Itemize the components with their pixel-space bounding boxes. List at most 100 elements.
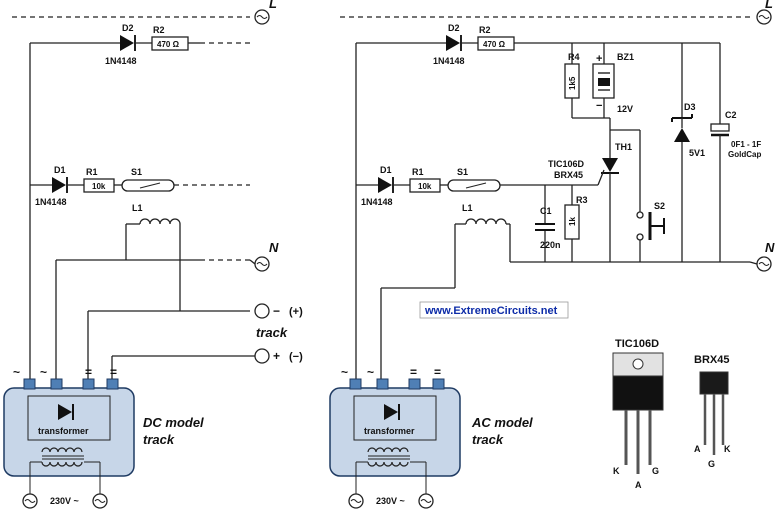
- track-terminal-minus: [254, 303, 270, 319]
- r2-value-right: 470 Ω: [483, 40, 506, 49]
- term-label: ~: [341, 365, 348, 379]
- c2-label: C2: [725, 110, 737, 120]
- c2-type: GoldCap: [728, 150, 761, 159]
- s2-label: S2: [654, 201, 665, 211]
- d2-label-left: D2: [122, 23, 134, 33]
- L-label-left: L: [269, 0, 277, 11]
- c1-value: 220n: [540, 240, 561, 250]
- r3-value: 1k: [568, 217, 577, 226]
- track-minus-paren: (−): [289, 351, 303, 363]
- d1-part-left: 1N4148: [35, 197, 67, 207]
- tic106d-package-icon: TIC106D K A G: [612, 338, 664, 490]
- bz-minus: −: [596, 100, 602, 112]
- d3-value: 5V1: [689, 148, 705, 158]
- term-label: ~: [40, 365, 47, 379]
- bz-plus: +: [596, 53, 602, 65]
- inductor-l1-left: [139, 218, 181, 225]
- N-label-right: N: [765, 240, 775, 255]
- brx45-package-icon: BRX45 A G K: [694, 354, 731, 469]
- diode-d2-left: [120, 35, 134, 51]
- r4-value: 1k5: [568, 76, 577, 90]
- term-label: ~: [367, 365, 374, 379]
- tic-pin: G: [652, 466, 659, 476]
- website-label: www.ExtremeCircuits.net: [424, 305, 558, 317]
- thyristor-th1: [602, 158, 618, 172]
- d3-label: D3: [684, 102, 696, 112]
- transformer-label-left: transformer: [38, 426, 89, 436]
- goldcap-c2: [710, 123, 730, 132]
- r2-label-left: R2: [153, 25, 165, 35]
- term-label: =: [85, 365, 92, 379]
- term-label: =: [110, 365, 117, 379]
- term-label: ~: [13, 365, 20, 379]
- d1-part-right: 1N4148: [361, 197, 393, 207]
- track-plus-sign: +: [273, 349, 280, 363]
- brx-pin: A: [694, 444, 701, 454]
- rectifier-icon: [384, 404, 398, 420]
- tic-pin: A: [635, 480, 642, 490]
- l1-label-left: L1: [132, 203, 143, 213]
- term-label: =: [410, 365, 417, 379]
- zener-d3: [674, 128, 690, 142]
- diode-d2-right: [446, 35, 460, 51]
- box-terminal: [23, 378, 36, 390]
- tic-pin: K: [613, 466, 620, 476]
- diode-d1-left: [52, 177, 66, 193]
- diode-d1-right: [378, 177, 392, 193]
- track-plus-paren: (+): [289, 306, 303, 318]
- track-terminal-plus: [254, 348, 270, 364]
- L-label-right: L: [765, 0, 773, 11]
- track-label: track: [256, 325, 288, 340]
- mains-label-right: 230V ~: [376, 496, 405, 506]
- r1-value-left: 10k: [92, 182, 106, 191]
- track-minus-sign: −: [273, 304, 280, 318]
- box-terminal: [106, 378, 119, 390]
- mains-label-left: 230V ~: [50, 496, 79, 506]
- dc-model-subtitle: track: [143, 432, 175, 447]
- brx-pin: G: [708, 459, 715, 469]
- brx-name: BRX45: [694, 354, 729, 366]
- transformer-coil-icon: [41, 447, 83, 453]
- ac-circuit: L 470 Ω D2 R2 1N4148 1k5 R4 BZ1 + − 12V: [329, 0, 775, 509]
- r4-label: R4: [568, 52, 580, 62]
- bz1-label: BZ1: [617, 52, 634, 62]
- box-terminal: [432, 378, 445, 390]
- s1-label-right: S1: [457, 167, 468, 177]
- ac-model-subtitle: track: [472, 432, 504, 447]
- th-part-1: TIC106D: [548, 159, 585, 169]
- d2-part-left: 1N4148: [105, 56, 137, 66]
- box-terminal: [349, 378, 362, 390]
- c1-label: C1: [540, 206, 552, 216]
- term-label: =: [434, 365, 441, 379]
- d2-label-right: D2: [448, 23, 460, 33]
- rectifier-icon: [58, 404, 72, 420]
- r1-value-right: 10k: [418, 182, 432, 191]
- dc-track-box: [3, 387, 135, 477]
- dc-circuit: L 470 Ω D2 R2 1N4148 10k D1 R1 S1 1N4148…: [3, 0, 303, 509]
- r2-label-right: R2: [479, 25, 491, 35]
- c2-value: 0F1 - 1F: [731, 140, 761, 149]
- N-label-left: N: [269, 240, 279, 255]
- th1-label: TH1: [615, 142, 632, 152]
- box-terminal: [82, 378, 95, 390]
- box-terminal: [376, 378, 389, 390]
- r1-label-right: R1: [412, 167, 424, 177]
- box-terminal: [50, 378, 63, 390]
- inductor-l1-right: [465, 218, 507, 225]
- s1-label-left: S1: [131, 167, 142, 177]
- r1-label-left: R1: [86, 167, 98, 177]
- r2-value-left: 470 Ω: [157, 40, 180, 49]
- l1-label-right: L1: [462, 203, 473, 213]
- bz-voltage: 12V: [617, 104, 633, 114]
- transformer-coil-icon: [367, 447, 409, 453]
- dc-model-title: DC model: [143, 415, 204, 430]
- box-terminal: [408, 378, 421, 390]
- transformer-label-right: transformer: [364, 426, 415, 436]
- tic-name: TIC106D: [615, 338, 659, 350]
- r3-label: R3: [576, 195, 588, 205]
- d2-part-right: 1N4148: [433, 56, 465, 66]
- d1-label-right: D1: [380, 165, 392, 175]
- d1-label-left: D1: [54, 165, 66, 175]
- ac-model-title: AC model: [471, 415, 533, 430]
